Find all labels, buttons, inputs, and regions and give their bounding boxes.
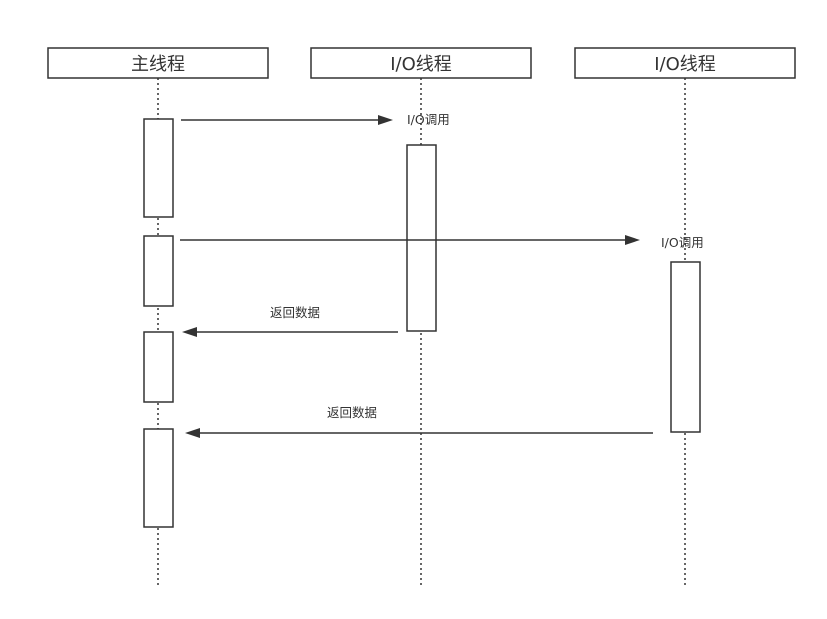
message-1: I/O调用	[181, 112, 450, 127]
message-4: 返回数据	[185, 405, 653, 438]
message-2: I/O调用	[180, 235, 704, 250]
message-3: 返回数据	[182, 305, 398, 337]
lifeline-title-main: 主线程	[131, 54, 185, 75]
arrowhead-right-icon	[625, 235, 640, 245]
activation-io1	[406, 144, 437, 332]
message-1-label: I/O调用	[407, 112, 450, 127]
activation-main-3	[143, 331, 174, 403]
activation-main-4	[143, 428, 174, 528]
lifeline-title-io2: I/O线程	[654, 54, 716, 75]
activation-io2	[670, 261, 701, 433]
activation-main-1	[143, 118, 174, 218]
activation-main-2	[143, 235, 174, 307]
lifeline-title-io1: I/O线程	[390, 54, 452, 75]
lifeline-header-io2	[574, 47, 796, 79]
arrowhead-right-icon	[378, 115, 393, 125]
lifeline-io1: I/O线程	[310, 47, 532, 585]
message-4-label: 返回数据	[327, 405, 377, 420]
message-2-label: I/O调用	[661, 235, 704, 250]
lifeline-main: 主线程	[47, 47, 269, 585]
arrowhead-left-icon	[182, 327, 197, 337]
arrowhead-left-icon	[185, 428, 200, 438]
message-3-label: 返回数据	[270, 305, 320, 320]
lifeline-header-main	[47, 47, 269, 79]
lifeline-io2: I/O线程	[574, 47, 796, 585]
